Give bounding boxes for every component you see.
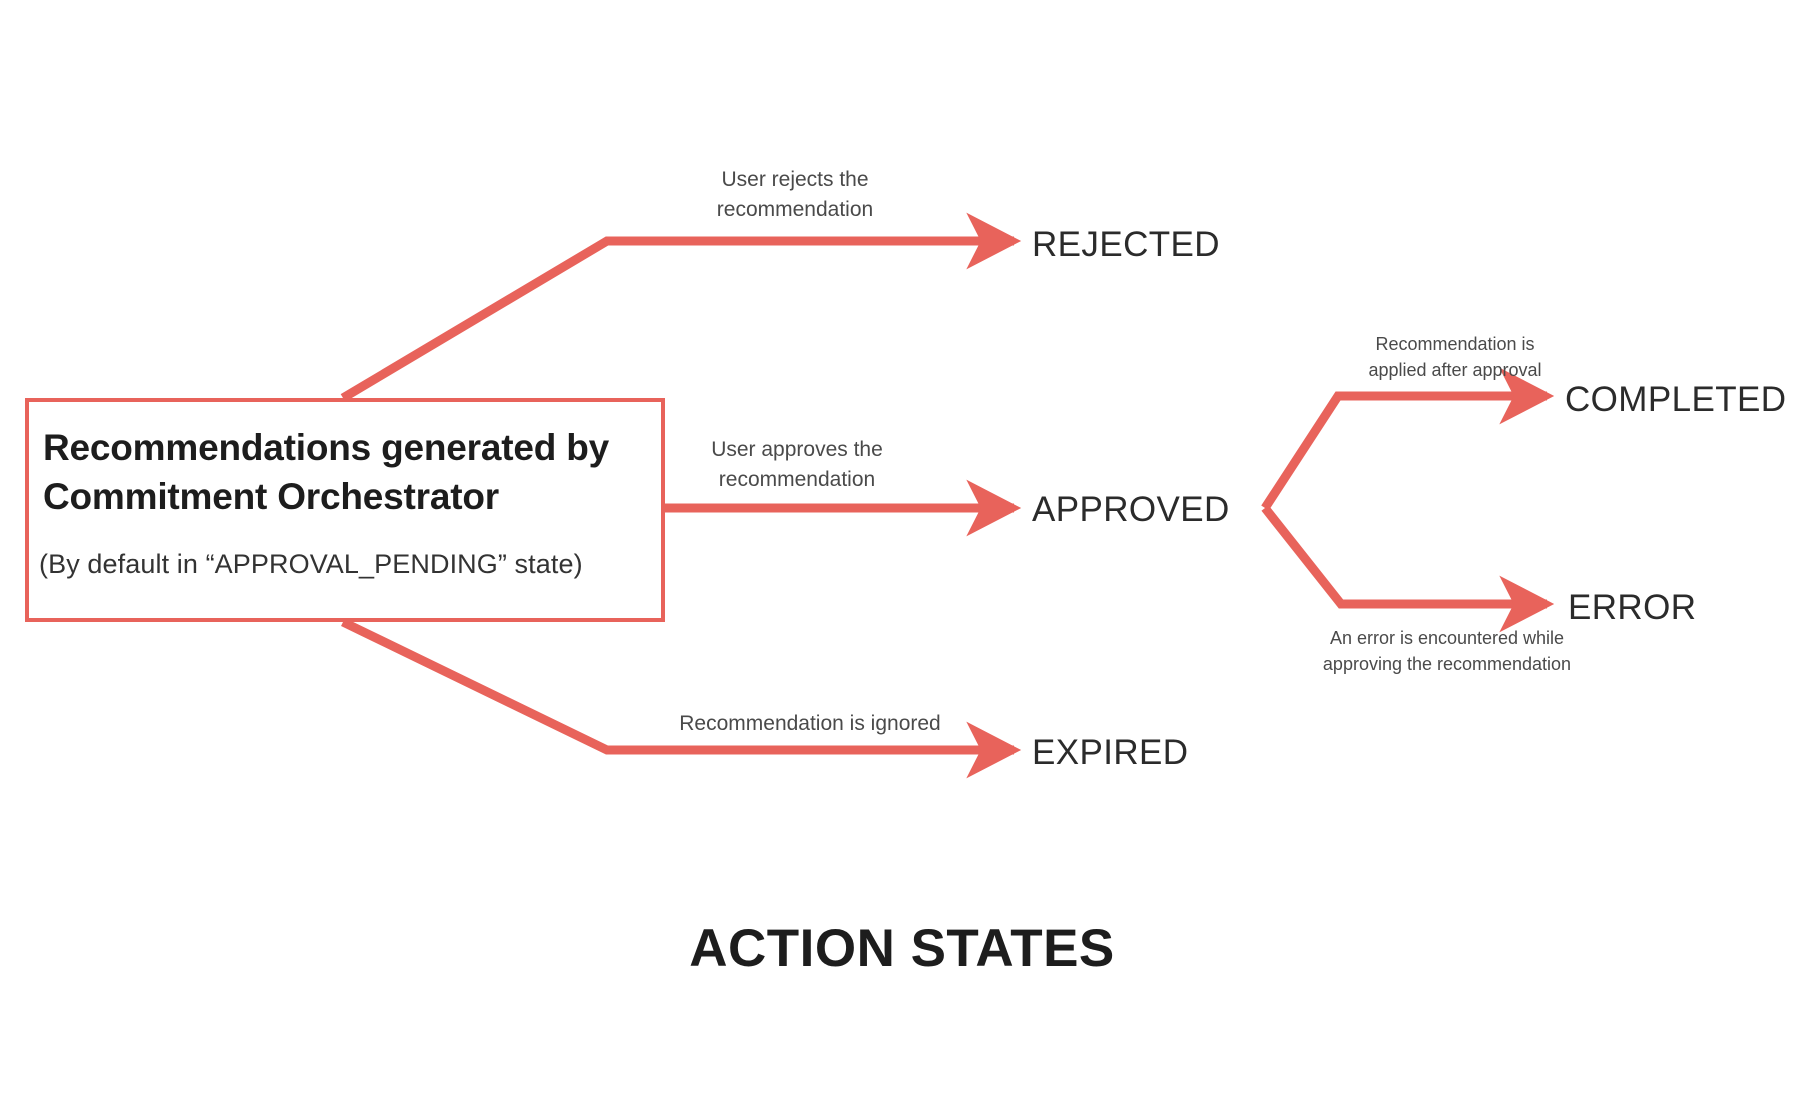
source-node-title: Recommendations generated by Commitment …: [43, 427, 609, 518]
state-label-approved: APPROVED: [1032, 490, 1230, 529]
edge-source-to-rejected: [340, 212, 1022, 402]
state-label-completed: COMPLETED: [1565, 380, 1787, 419]
edge-source-to-expired: [341, 617, 1022, 779]
state-label-error: ERROR: [1568, 588, 1697, 627]
source-node-subtitle: (By default in “APPROVAL_PENDING” state): [39, 549, 583, 579]
edge-label-to-expired: Recommendation is ignored: [679, 712, 941, 735]
edge-approved-to-error: [1261, 505, 1555, 633]
diagram-title: ACTION STATES: [689, 919, 1115, 978]
state-label-expired: EXPIRED: [1032, 733, 1189, 772]
edge-label-to-approved: User approves the recommendation: [711, 438, 883, 491]
state-label-rejected: REJECTED: [1032, 225, 1220, 264]
edge-label-to-error: An error is encountered while approving …: [1322, 628, 1572, 675]
edge-label-to-rejected: User rejects the recommendation: [716, 168, 874, 221]
edge-label-to-completed: Recommendation is applied after approval: [1368, 334, 1542, 381]
edge-approved-to-completed: [1261, 367, 1555, 511]
source-node: Recommendations generated by Commitment …: [25, 398, 665, 622]
